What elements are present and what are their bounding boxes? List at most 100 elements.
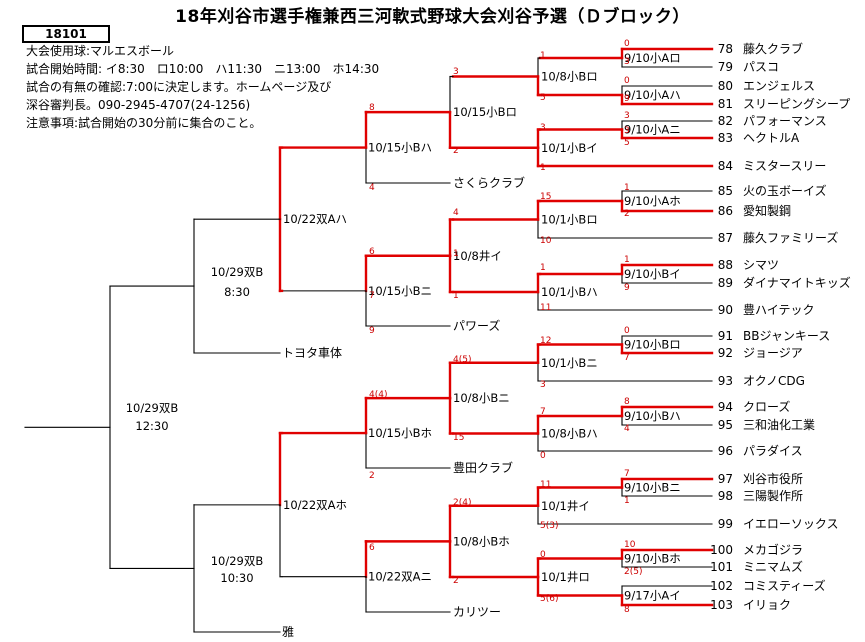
score-mark: 1 [453, 291, 459, 301]
game-label: 10/1小Bハ [541, 285, 598, 299]
team-name: パラダイス [743, 443, 803, 458]
score-mark: 2(5) [624, 567, 642, 577]
info-line-confirmation: 試合の有無の確認:7:00に決定します。ホームページ及び [26, 80, 332, 94]
team-name: メカゴジラ [743, 542, 803, 557]
seeded-team-name: さくらクラブ [453, 175, 525, 190]
score-mark: 0 [540, 451, 546, 461]
team-number: 92 [718, 346, 733, 360]
info-line-referee-contact: 深谷審判長。090-2945-4707(24-1256) [26, 98, 251, 112]
team-name: パスコ [743, 60, 779, 74]
seeded-team-name: カリツー [453, 605, 501, 619]
team-number: 101 [710, 560, 733, 574]
team-number: 97 [718, 472, 733, 486]
score-mark: 0 [624, 326, 630, 336]
score-mark: 3 [540, 380, 546, 390]
score-mark: 10 [540, 236, 552, 246]
game-label: 9/10小Bロ [624, 338, 681, 352]
score-mark: 8 [624, 397, 630, 407]
team-number: 95 [718, 418, 733, 432]
score-mark: 9 [369, 326, 375, 336]
team-name: ミスタースリー [743, 159, 826, 173]
team-name: BBジャンキース [743, 329, 830, 343]
team-number: 85 [718, 184, 733, 198]
team-name: 愛知製鋼 [743, 204, 791, 218]
score-mark: 3 [624, 57, 630, 67]
score-mark: 7 [540, 407, 546, 417]
score-mark: 3 [540, 123, 546, 133]
score-mark: 4 [369, 183, 375, 193]
game-label: 9/10小Bイ [624, 267, 681, 281]
game-label: 10/8小Bハ [541, 427, 598, 441]
score-mark: 8 [624, 605, 630, 615]
game-label: 9/10小Aニ [624, 123, 681, 137]
team-number: 91 [718, 329, 733, 343]
game-label: 9/10小Aホ [624, 194, 681, 208]
page-title: 18年刈谷市選手権兼西三河軟式野球大会刈谷予選（Ｄブロック） [175, 7, 690, 27]
score-mark: 1 [540, 51, 546, 61]
team-number: 79 [718, 60, 733, 74]
score-mark: 4 [453, 208, 459, 218]
team-name: 藤久クラブ [743, 41, 803, 56]
score-mark: 3 [453, 67, 459, 77]
team-number: 99 [718, 517, 733, 531]
score-mark: 8 [369, 103, 375, 113]
score-mark: 6 [369, 543, 375, 553]
team-name: イリョク [743, 598, 791, 612]
team-number: 93 [718, 374, 733, 388]
game-label: 9/10小Aロ [624, 51, 681, 65]
game-label: 10/8井イ [453, 249, 502, 263]
score-mark: 2 [453, 576, 459, 586]
score-mark: 4(4) [369, 390, 387, 400]
game-label: 10/22双Aニ [368, 570, 432, 584]
info-line-ball: 大会使用球:マルエスボール [26, 44, 175, 58]
team-number: 84 [718, 159, 733, 173]
score-mark: 5(6) [540, 594, 558, 604]
score-mark: 3 [624, 126, 630, 136]
team-name: 三陽製作所 [743, 489, 803, 503]
game-time: 10:30 [220, 571, 253, 585]
score-mark: 2 [453, 146, 459, 156]
game-label: 10/15小Bロ [453, 105, 517, 119]
seeded-team-name: パワーズ [453, 318, 500, 333]
score-mark: 0 [540, 550, 546, 560]
game-label: 10/8小Bロ [541, 70, 598, 84]
game-label: 9/10小Bニ [624, 481, 681, 495]
score-mark: 15 [540, 192, 551, 202]
team-name: 豊ハイテック [743, 303, 815, 317]
score-mark: 5 [540, 93, 546, 103]
score-mark: 1 [624, 255, 630, 265]
score-mark: 3 [624, 111, 630, 121]
game-label: 9/10小Bホ [624, 552, 681, 566]
score-mark: 2 [369, 471, 375, 481]
score-mark: 11 [540, 480, 551, 490]
team-name: 三和油化工業 [743, 418, 815, 432]
final-game-label: 10/29双B [126, 401, 179, 415]
team-number: 80 [718, 79, 733, 93]
game-label: 10/22双Aハ [283, 212, 347, 226]
score-mark: 7 [624, 353, 630, 363]
score-mark: 12 [540, 336, 551, 346]
score-mark: 1 [624, 496, 630, 506]
score-mark: 0 [624, 76, 630, 86]
team-name: イエローソックス [743, 517, 839, 531]
info-line-notes: 注意事項:試合開始の30分前に集合のこと。 [26, 116, 262, 130]
game-label: 10/1小Bロ [541, 213, 598, 227]
game-label: 9/10小Bハ [624, 409, 681, 423]
team-number: 88 [718, 258, 733, 272]
team-number: 87 [718, 231, 733, 245]
score-mark: 2(4) [453, 498, 471, 508]
team-number: 86 [718, 204, 733, 218]
game-label: 10/1井イ [541, 499, 590, 513]
team-name: ミニマムズ [743, 559, 803, 574]
team-name: 刈谷市役所 [743, 471, 803, 486]
team-name: パフォーマンス [743, 114, 827, 128]
team-number: 81 [718, 97, 733, 111]
score-mark: 5 [624, 138, 630, 148]
team-name: スリーピングシープ [743, 97, 850, 111]
info-line-start-times: 試合開始時間: イ8:30 ロ10:00 ハ11:30 ニ13:00 ホ14:3… [26, 62, 380, 76]
score-mark: 2 [624, 209, 630, 219]
team-number: 90 [718, 303, 733, 317]
team-number: 82 [718, 114, 733, 128]
game-label: 10/8小Bホ [453, 534, 510, 548]
